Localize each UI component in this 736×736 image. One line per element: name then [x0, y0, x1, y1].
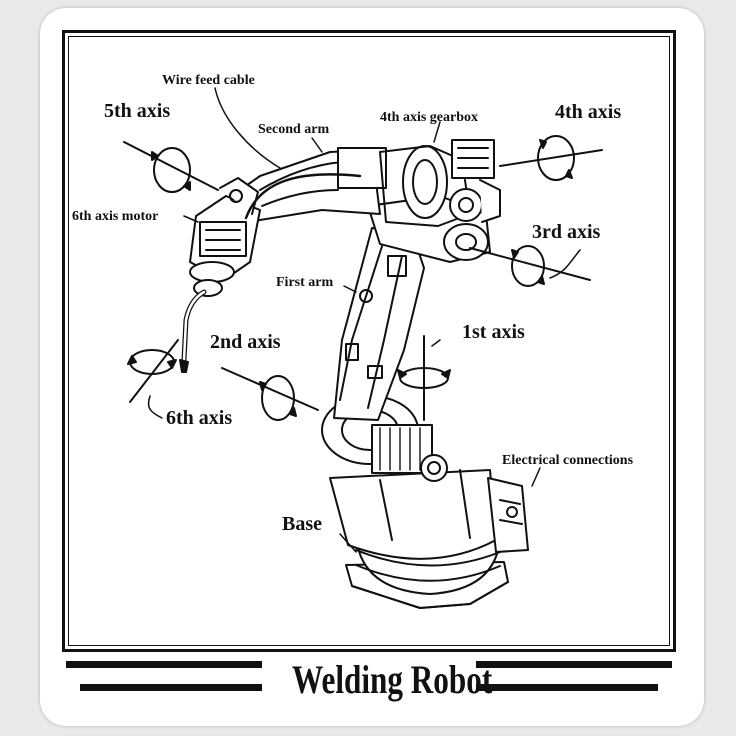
welding-torch: [179, 289, 207, 373]
inner-frame: [68, 36, 670, 646]
label-fourth-axis: 4th axis: [555, 101, 621, 123]
label-second-axis: 2nd axis: [210, 331, 281, 353]
wire-feed-cable: [244, 173, 362, 220]
first-arm: [333, 227, 425, 421]
second-arm: [225, 147, 387, 227]
axis-3-indicator: [469, 245, 591, 287]
label-base: Base: [282, 513, 322, 535]
wrist-assembly: [189, 177, 261, 297]
label-first-arm: First arm: [276, 275, 333, 290]
fourth-axis-gearbox: [379, 139, 501, 227]
label-fourth-axis-gearbox: 4th axis gearbox: [380, 110, 478, 125]
axis-5-indicator: [123, 141, 219, 193]
axis-2-indicator: [221, 367, 319, 421]
title-bar-right-bottom: [476, 684, 658, 691]
title-bar-left-bottom: [80, 684, 262, 691]
label-sixth-axis-motor: 6th axis motor: [72, 209, 158, 224]
label-sixth-axis: 6th axis: [166, 407, 232, 429]
leader-lines: [147, 87, 581, 553]
axis-1-indicator: [397, 335, 451, 421]
label-fifth-axis: 5th axis: [104, 100, 170, 122]
electrical-connection-box: [487, 477, 529, 553]
title-bar-right-top: [476, 661, 672, 668]
label-second-arm: Second arm: [258, 122, 330, 137]
label-third-axis: 3rd axis: [532, 221, 601, 243]
axis-6-indicator: [127, 339, 179, 403]
robot-base: [329, 469, 509, 609]
label-wire-feed-cable: Wire feed cable: [162, 73, 255, 88]
label-first-axis: 1st axis: [462, 321, 525, 343]
label-electrical-connections: Electrical connections: [502, 453, 634, 468]
axis-4-indicator: [499, 135, 603, 181]
title-bar-left-top: [66, 661, 262, 668]
outer-frame: [62, 30, 676, 652]
